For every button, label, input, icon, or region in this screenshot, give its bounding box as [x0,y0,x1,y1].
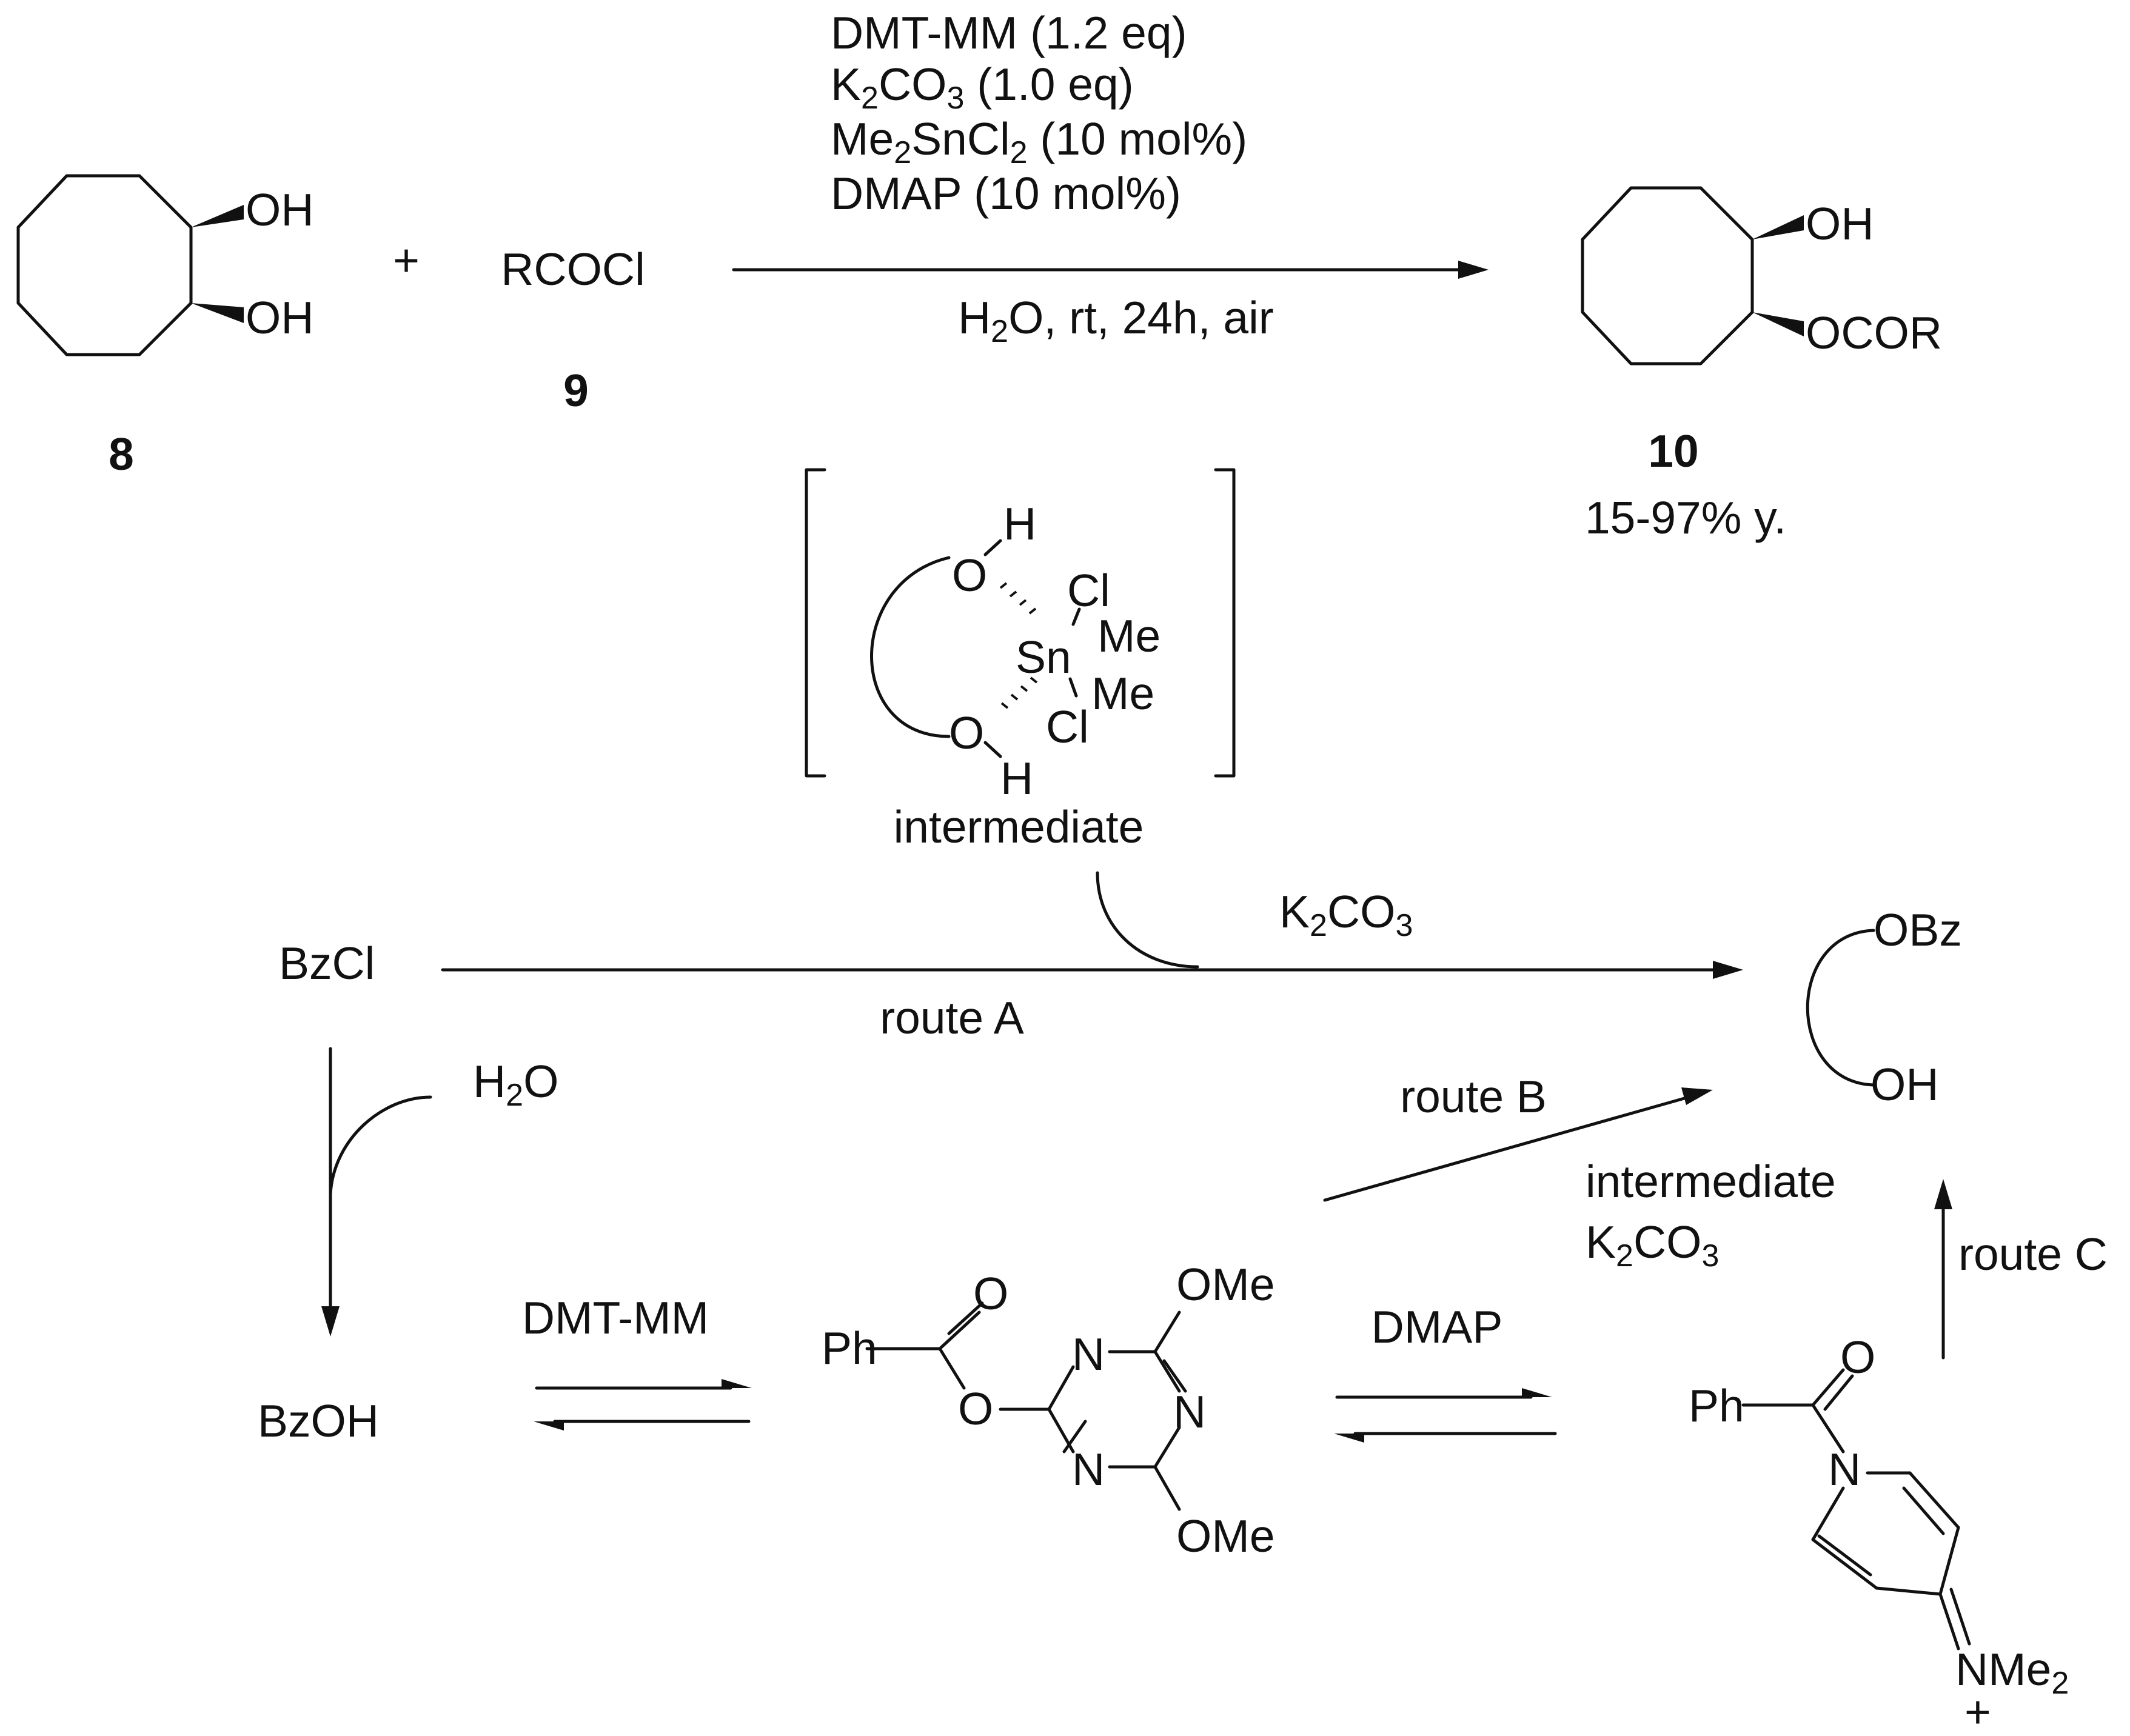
triazine-ome-top: OMe [1176,1259,1275,1310]
right-intermediate-label: intermediate [1586,1156,1836,1207]
tin-o-bottom: O [949,707,984,758]
tin-me-bottom: Me [1091,668,1154,719]
triazine-o-carbonyl: O [973,1268,1008,1319]
pyridinium-charge: + [1964,1686,1991,1736]
intermediate-caption: intermediate [894,801,1144,852]
reagent-k2co3: K2CO3 (1.0 eq) [831,59,1134,116]
route-c-arrow [1934,1179,1952,1360]
conditions-text: H2O, rt, 24h, air [958,292,1274,349]
main-reaction-arrow [732,261,1489,279]
right-k2co3-label: K2CO3 [1586,1217,1719,1274]
product-10: OH OCOR 10 15-97% y. [1581,186,1942,543]
tin-o-top: O [952,550,987,601]
triazine-ph: Ph [822,1323,877,1374]
tin-h-bottom: H [1000,753,1033,804]
diol-oh-bottom: OH [246,292,314,343]
route-a-label: route A [880,992,1024,1043]
k2co3-label-top: K2CO3 [1279,886,1413,943]
bzoh-label: BzOH [258,1395,379,1446]
rcocl-formula: RCOCl [501,244,645,295]
tin-h-top: H [1003,498,1036,549]
tin-cl-bottom: Cl [1046,701,1089,752]
compound-label-9: 9 [563,365,589,416]
pyridinium-n: N [1828,1444,1861,1495]
product-oh-bottom: OH [1870,1059,1939,1110]
reagents-block: DMT-MM (1.2 eq) K2CO3 (1.0 eq) Me2SnCl2 … [831,7,1247,219]
pyridinium-ph: Ph [1689,1380,1744,1431]
product-yield: 15-97% y. [1585,492,1786,543]
tin-intermediate: O H O H Sn Cl Me Me Cl intermediate [805,468,1236,852]
triazine-n-bottom: N [1072,1444,1105,1495]
acyloxy-triazine: Ph O O N N N OMe OMe [822,1259,1275,1561]
route-c-label: route C [1958,1229,2108,1280]
triazine-ome-bottom: OMe [1176,1511,1275,1561]
triazine-n-top: N [1072,1329,1105,1380]
hydrolysis-arrow [321,1047,432,1337]
dmap-label: DMAP [1371,1301,1503,1352]
pyridinium-nme2: NMe2 [1955,1644,2069,1701]
triazine-n-right: N [1173,1386,1206,1437]
bzcl-label: BzCl [279,938,375,989]
route-b-label: route B [1400,1071,1547,1122]
product-oh: OH [1806,198,1874,249]
h2o-label: H2O [473,1056,558,1113]
acyl-chloride-9: RCOCl 9 [501,244,645,416]
diol-8: OH OH 8 [16,174,314,479]
reagent-dmt-mm: DMT-MM (1.2 eq) [831,7,1187,58]
tin-me-top: Me [1097,610,1160,661]
product-ocor: OCOR [1806,307,1942,358]
diol-oh-top: OH [246,184,314,235]
route-b-arrow [1323,1087,1713,1202]
tin-cl-top: Cl [1067,565,1110,616]
triazine-o-ester: O [958,1383,993,1434]
route-a-arrow [441,871,1743,979]
plus-sign: + [393,235,420,285]
equilibrium-arrows-right [1334,1388,1557,1443]
tin-sn: Sn [1016,632,1071,683]
equilibrium-arrows-left [534,1379,752,1431]
reagent-me2sncl2: Me2SnCl2 (10 mol%) [831,113,1247,170]
acyl-pyridinium: Ph O N NMe2 + [1689,1332,2069,1736]
dmt-mm-label: DMT-MM [522,1292,709,1343]
monobenzoate-product: OBz OH [1806,904,1962,1110]
compound-label-10: 10 [1648,426,1698,476]
pyridinium-o: O [1840,1332,1875,1383]
product-obz: OBz [1874,904,1962,955]
compound-label-8: 8 [109,429,134,479]
reagent-dmap: DMAP (10 mol%) [831,168,1181,219]
